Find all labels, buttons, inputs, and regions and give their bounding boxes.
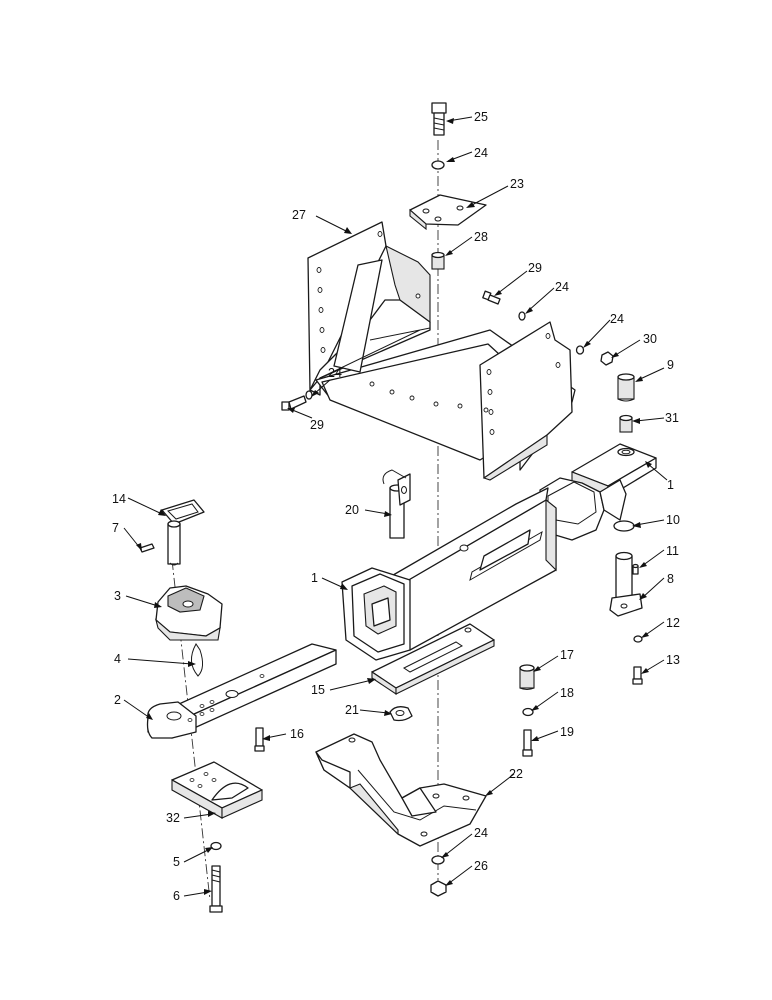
callout-15: 15 <box>311 683 325 697</box>
callout-32: 32 <box>166 811 180 825</box>
part-26-nut <box>430 880 447 897</box>
part-24-washer-top <box>431 160 445 170</box>
callout-13: 13 <box>666 653 680 667</box>
part-1-drawbar-right <box>539 443 657 541</box>
callout-10: 10 <box>666 513 680 527</box>
part-29-bolt-right <box>482 290 501 305</box>
part-27-mounting-bracket <box>307 221 576 481</box>
part-20-lock-pin <box>382 469 411 539</box>
part-12-washer <box>633 635 643 643</box>
leader-lines <box>123 116 668 897</box>
callout-18: 18 <box>560 686 574 700</box>
callout-4: 4 <box>114 652 121 666</box>
part-23-plate <box>409 194 487 231</box>
part-3-hitch-jaw <box>155 585 223 641</box>
part-25-bolt <box>431 102 447 136</box>
callout-2: 2 <box>114 693 121 707</box>
part-13-bolt <box>632 666 643 685</box>
callout-8: 8 <box>667 572 674 586</box>
part-22-lower-support <box>315 733 487 847</box>
part-24-washer-left <box>305 390 313 400</box>
callout-1: 1 <box>311 571 318 585</box>
callout-26: 26 <box>474 859 488 873</box>
part-17-sleeve <box>519 664 535 690</box>
callout-11: 11 <box>666 544 679 558</box>
callout-17: 17 <box>560 648 574 662</box>
part-19-bolt <box>522 729 533 757</box>
callout-21: 21 <box>345 703 359 717</box>
callout-24: 24 <box>555 280 569 294</box>
callout-labels: 25 24 23 27 28 29 24 24 30 9 24 29 31 1 … <box>112 110 680 903</box>
callout-20: 20 <box>345 503 359 517</box>
callout-5: 5 <box>173 855 180 869</box>
callout-29: 29 <box>310 418 324 432</box>
callout-23: 23 <box>510 177 524 191</box>
part-32-base-plate <box>171 761 263 819</box>
callout-14: 14 <box>112 492 126 506</box>
part-24-washer-right-2 <box>575 345 585 355</box>
callout-24: 24 <box>610 312 624 326</box>
part-31-bushing <box>619 414 633 433</box>
part-15-slotted-plate <box>371 623 495 696</box>
callout-22: 22 <box>509 767 523 781</box>
part-5-washer <box>210 841 222 851</box>
part-10-washer <box>613 520 635 532</box>
callout-24: 24 <box>328 366 342 380</box>
callout-30: 30 <box>643 332 657 346</box>
part-18-washer <box>522 707 534 717</box>
callout-16: 16 <box>290 727 304 741</box>
callout-19: 19 <box>560 725 574 739</box>
part-30-nut <box>600 351 614 366</box>
part-2-drawbar <box>146 643 337 739</box>
callout-29: 29 <box>528 261 542 275</box>
callout-24: 24 <box>474 826 488 840</box>
callout-3: 3 <box>114 589 121 603</box>
part-1-drawbar-main <box>341 487 557 661</box>
part-4-spring-clip <box>191 643 204 677</box>
part-29-bolt-left <box>281 395 307 411</box>
part-28-spacer <box>431 251 445 270</box>
part-6-bolt <box>209 865 223 913</box>
part-8-pin <box>609 551 643 617</box>
callout-28: 28 <box>474 230 488 244</box>
callout-9: 9 <box>667 358 674 372</box>
callout-25: 25 <box>474 110 488 124</box>
callout-12: 12 <box>666 616 680 630</box>
part-21-clip <box>389 706 413 722</box>
part-11-pin <box>632 563 639 575</box>
callout-6: 6 <box>173 889 180 903</box>
part-9-bushing <box>617 373 635 402</box>
callout-24: 24 <box>474 146 488 160</box>
part-14-lock-pin <box>161 499 205 566</box>
part-7-spring-pin <box>139 543 155 553</box>
callout-27: 27 <box>292 208 306 222</box>
callout-7: 7 <box>112 521 119 535</box>
callout-1: 1 <box>667 478 674 492</box>
part-24-washer-right-1 <box>518 311 526 321</box>
callout-31: 31 <box>665 411 679 425</box>
part-16-bolt <box>254 727 265 752</box>
